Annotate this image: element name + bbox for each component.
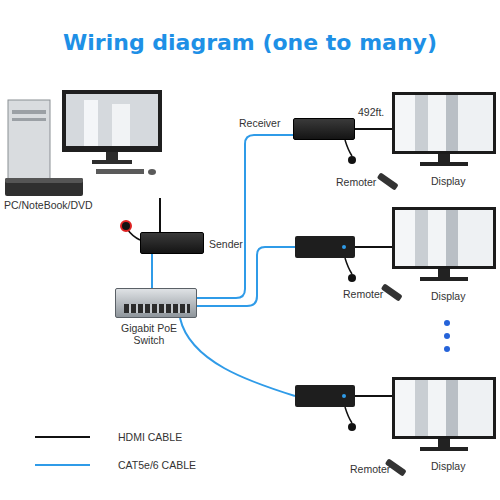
poe-switch: Gigabit PoE Switch [115, 288, 197, 318]
remote-label: Remoter [350, 463, 390, 475]
screen-picture [84, 100, 98, 146]
ir-extender [121, 140, 356, 431]
ellipsis-dots [444, 320, 450, 352]
remote-control [377, 172, 399, 190]
extra-cables [180, 247, 392, 396]
node-label: Receiver [239, 117, 280, 129]
node-label: PC/NoteBook/DVD [4, 199, 93, 211]
receiver-led [342, 245, 346, 249]
receiver-box [295, 236, 355, 258]
distance-label: 492ft. [358, 106, 384, 118]
diagram-title: Wiring diagram (one to many) [0, 30, 500, 55]
display-monitor: Display [392, 92, 496, 154]
ir-eye [348, 423, 356, 431]
legend-text: HDMI CABLE [118, 431, 182, 443]
display-stand [438, 154, 450, 162]
monitor-base [92, 160, 132, 164]
receiver-illustration [295, 236, 355, 407]
drive-slot [12, 110, 46, 114]
display-monitor: Display [392, 377, 496, 439]
receiver-device: Receiver [293, 118, 355, 140]
display-stand [438, 269, 450, 277]
sender-device: Sender [140, 232, 204, 254]
node-label: Gigabit PoE Switch [108, 322, 190, 346]
cat-cable [180, 318, 295, 396]
remote-label: Remoter [336, 176, 376, 188]
ir-eye [348, 156, 356, 164]
legend-line [35, 436, 90, 438]
cat-cable [151, 254, 153, 288]
ir-cable [345, 140, 352, 156]
node-label: Sender [209, 238, 243, 250]
hdmi-cable [355, 246, 392, 248]
monitor-stand [106, 152, 118, 161]
hdmi-cable [355, 128, 392, 130]
node-label: Display [431, 175, 465, 187]
cat-cable [197, 135, 293, 298]
dot [444, 346, 450, 352]
hdmi-cable [159, 198, 161, 232]
node-label: Display [431, 290, 465, 302]
monitor-screen [66, 94, 158, 146]
dvd-player [5, 178, 83, 196]
dot [444, 320, 450, 326]
display-base [420, 162, 468, 166]
legend-text: CAT5e/6 CABLE [118, 459, 196, 471]
remote-control [381, 283, 403, 301]
drive-slot [12, 118, 46, 121]
receiver-box [295, 385, 355, 407]
dvd-top [5, 178, 83, 183]
legend-samples [35, 437, 90, 465]
pc-illustration [5, 90, 162, 196]
display-base [420, 277, 468, 281]
ir-cable [128, 230, 140, 240]
receiver-led [342, 394, 346, 398]
node-label: Display [431, 460, 465, 472]
display-monitor: Display [392, 207, 496, 269]
hdmi-cable [355, 395, 392, 397]
legend-line [35, 464, 90, 466]
ir-eye [348, 274, 356, 282]
remote-label: Remoter [343, 288, 383, 300]
ir-cable [345, 258, 352, 274]
ir-cable [345, 407, 352, 423]
screen-picture [112, 104, 130, 146]
monitor-frame [62, 90, 162, 152]
mouse [148, 169, 156, 175]
display-base [420, 447, 468, 451]
ir-eye [121, 221, 131, 231]
display-stand [438, 439, 450, 447]
keyboard [96, 169, 144, 174]
dot [444, 333, 450, 339]
pc-tower [8, 100, 50, 188]
source-device: PC/NoteBook/DVD [0, 88, 165, 198]
